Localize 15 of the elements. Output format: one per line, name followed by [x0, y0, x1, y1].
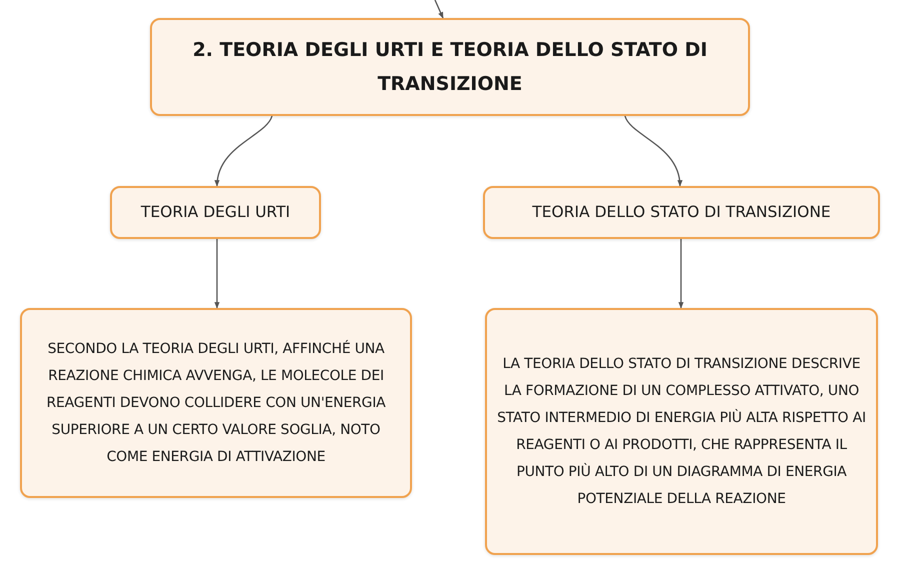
title-box	[150, 18, 750, 116]
arrow	[624, 116, 682, 187]
description-box	[485, 308, 878, 555]
topic-box	[483, 186, 880, 239]
arrow	[215, 116, 273, 187]
description-box	[20, 308, 412, 498]
heading-text: TEORIA DELLO STATO DI TRANSIZIONE	[532, 202, 831, 223]
topic-box	[110, 186, 321, 239]
heading-text: 2. TEORIA DEGLI URTI E TEORIA DELLO STATO DI TRANSIZIONE	[192, 38, 708, 97]
arrow	[678, 239, 684, 309]
arrow	[214, 239, 220, 309]
heading-text: TEORIA DEGLI URTI	[140, 202, 290, 223]
description-text: SECONDO LA TEORIA DEGLI URTI, AFFINCHÉ UNA REAZIONE CHIMICA AVVENGA, LE MOLECOLE DEI REAGENTI DEVONO COLLIDERE CON UN'ENERGIA SUPERIORE A UN CERTO VALORE SOGLIA, NOTO COME ENERGIA DI ATTIVAZIONE	[45, 339, 387, 466]
arrow	[434, 0, 444, 19]
description-text: LA TEORIA DELLO STATO DI TRANSIZIONE DESCRIVE LA FORMAZIONE DI UN COMPLESSO ATTIVATO, UNO STATO INTERMEDIO DI ENERGIA PIÙ ALTA RISPETTO AI REAGENTI O AI PRODOTTI, CHE RAPPRESENTA IL PUNTO PIÙ ALTO DI UN DIAGRAMMA DI ENERGIA POTENZIALE DELLA REAZIONE	[497, 354, 866, 508]
